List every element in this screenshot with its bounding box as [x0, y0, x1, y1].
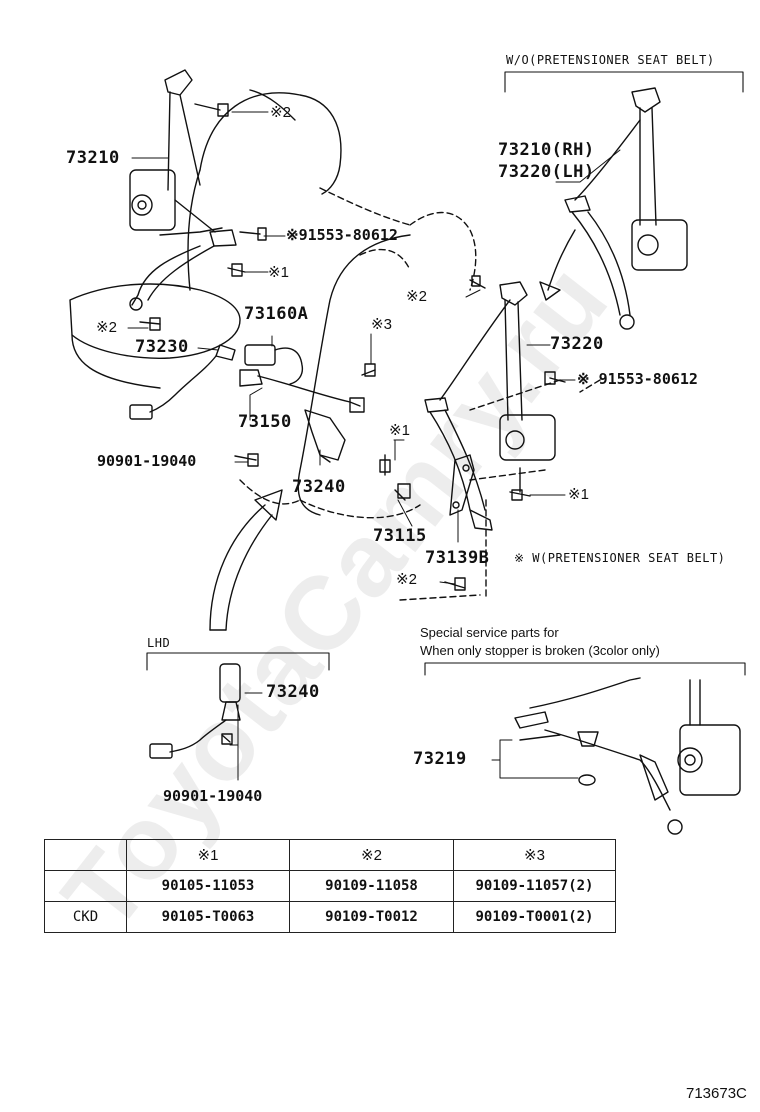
retractor-wo-pretensioner	[564, 87, 688, 330]
table-header-cell: ※3	[453, 839, 616, 871]
marker-1-top: ※1	[268, 264, 289, 281]
marker-1-mid: ※1	[389, 422, 410, 439]
table-cell: 90109-T0001(2)	[453, 901, 616, 933]
table-header-cell: ※2	[289, 839, 454, 871]
part-73160a: 73160A	[244, 304, 309, 324]
label-wo-pretensioner: W/O(PRETENSIONER SEAT BELT)	[506, 53, 715, 67]
special-parts-illustration	[514, 677, 741, 835]
front-seat-back-outline	[69, 89, 342, 389]
retractor-73210	[129, 69, 237, 311]
part-73210-rh: 73210(RH)	[498, 140, 595, 160]
bracket-73139b	[449, 454, 475, 516]
service-note-line2: When only stopper is broken (3color only…	[420, 643, 660, 658]
arrow-wo	[539, 229, 576, 301]
service-note-line1: Special service parts for	[420, 625, 559, 640]
fastener-table: ※1 ※2 ※3 90105-11053 90109-11058 90109-1…	[44, 839, 616, 933]
part-73210: 73210	[66, 148, 120, 168]
marker-2-right: ※2	[406, 288, 427, 305]
table-cell: 90109-11057(2)	[453, 870, 616, 902]
table-cell	[44, 839, 127, 871]
part-91553-80612-b: ※ 91553-80612	[577, 370, 698, 388]
part-73220-lh: 73220(LH)	[498, 162, 595, 182]
part-90901-19040-b: 90901-19040	[163, 787, 263, 805]
bracket-lines	[146, 71, 746, 676]
table-cell	[44, 870, 127, 902]
part-73240-lhd: 73240	[266, 682, 320, 702]
marker-3: ※3	[371, 316, 392, 333]
table-cell: 90109-T0012	[289, 901, 454, 933]
label-w-pretensioner: ※ W(PRETENSIONER SEAT BELT)	[514, 551, 726, 565]
marker-2-bottom: ※2	[396, 571, 417, 588]
buckle-lhd	[149, 663, 241, 759]
part-73219: 73219	[413, 749, 467, 769]
arrow-lhd	[209, 489, 283, 631]
table-header-cell: ※1	[126, 839, 290, 871]
table-cell: 90105-11053	[126, 870, 290, 902]
leader-lines	[127, 111, 621, 781]
part-73150: 73150	[238, 412, 292, 432]
part-73220: 73220	[550, 334, 604, 354]
marker-2-left: ※2	[96, 319, 117, 336]
marker-1-right: ※1	[568, 486, 589, 503]
table-header-row: ※1 ※2 ※3	[44, 839, 616, 871]
marker-2-top: ※2	[270, 104, 291, 121]
part-91553-80612-a: ※91553-80612	[286, 226, 398, 244]
table-row: 90105-11053 90109-11058 90109-11057(2)	[44, 870, 616, 902]
diagram-id: 713673C	[686, 1085, 747, 1102]
table-cell: 90109-11058	[289, 870, 454, 902]
buckle-assembly	[129, 344, 365, 463]
part-73139b: 73139B	[425, 548, 490, 568]
table-cell: 90105-T0063	[126, 901, 290, 933]
part-90901-19040-a: 90901-19040	[97, 452, 197, 470]
part-73240: 73240	[292, 477, 346, 497]
table-row: CKD 90105-T0063 90109-T0012 90109-T0001(…	[44, 901, 616, 933]
label-lhd: LHD	[147, 636, 171, 650]
rear-seat-dashed-outline	[239, 187, 601, 601]
part-73115: 73115	[373, 526, 427, 546]
bolts-top-left	[139, 103, 267, 467]
rear-seat-outline	[297, 234, 411, 516]
table-cell: CKD	[44, 901, 127, 933]
part-73230: 73230	[135, 337, 189, 357]
